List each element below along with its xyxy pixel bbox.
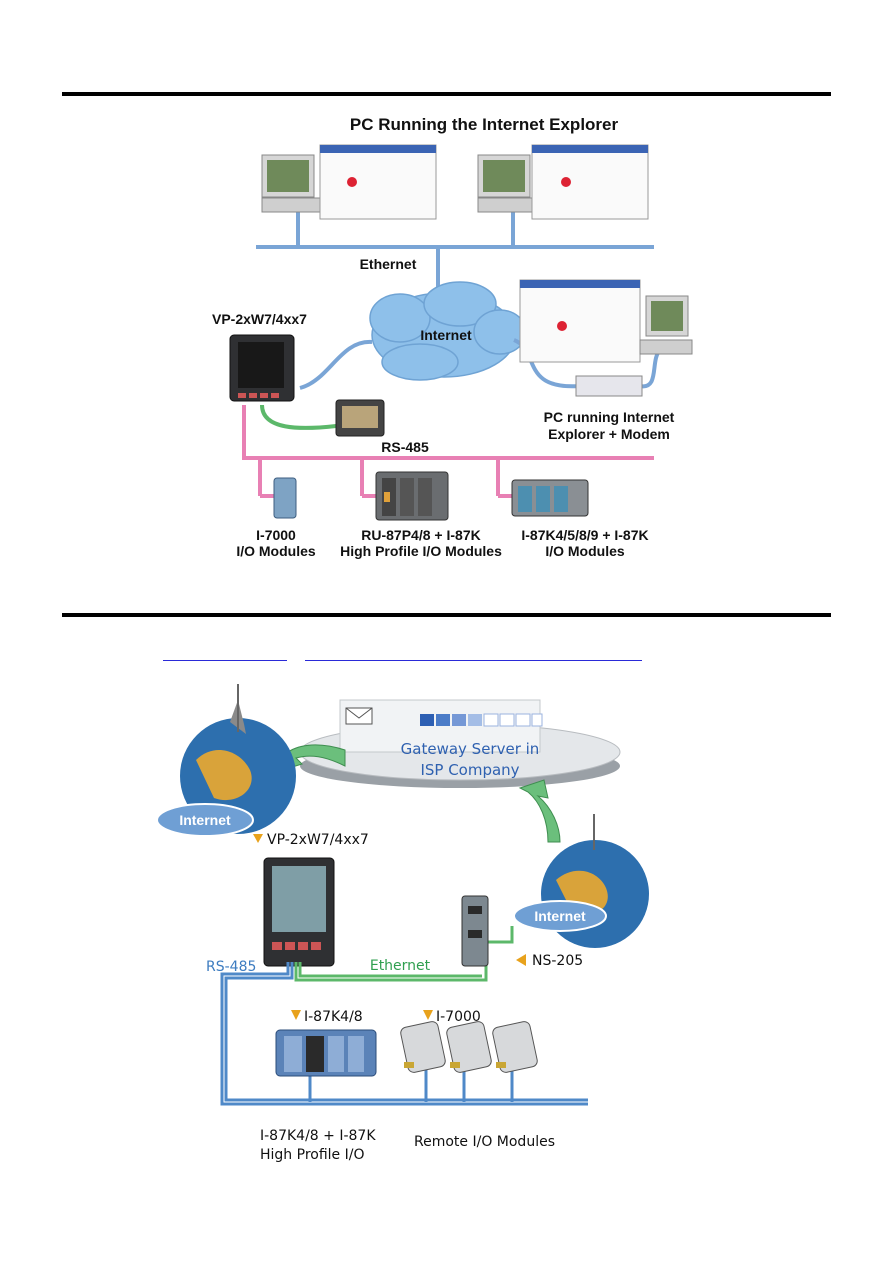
network-diagram-2: Gateway Server in ISP Company Internet I… — [156, 684, 649, 1163]
diagram2-rs485-label: RS-485 — [206, 959, 256, 975]
diagram2-ethernet-label: Ethernet — [370, 958, 431, 974]
diagram2-ns-label: NS-205 — [532, 953, 583, 969]
diagram1-module-label-2b: High Profile I/O Modules — [340, 543, 502, 559]
vp-arrow-icon — [253, 834, 263, 843]
diagram1-pc-modem-label-2: Explorer + Modem — [548, 426, 670, 442]
vp-panel-device-2 — [263, 857, 335, 967]
internet-label-right: Internet — [534, 908, 586, 924]
diagram1-rs485-label: RS-485 — [381, 439, 429, 455]
diagram1-internet-label: Internet — [420, 327, 472, 343]
i7000-modules — [400, 1021, 538, 1073]
internet-cloud — [369, 281, 527, 381]
diagram2-i7000-label: I-7000 — [436, 1009, 481, 1025]
diagram1-pc-modem-label-1: PC running Internet — [544, 409, 675, 425]
diagram2-bottom-left-label-1: I-87K4/8 + I-87K — [260, 1128, 376, 1144]
pc-right — [477, 144, 649, 220]
vp-panel-device — [229, 334, 295, 402]
diagram2-vp-label: VP-2xW7/4xx7 — [267, 832, 369, 848]
gateway-progress-bar — [420, 713, 543, 727]
diagram2-i87k-label: I-87K4/8 — [304, 1009, 363, 1025]
underline-link-2[interactable] — [305, 646, 642, 661]
internet-label-left: Internet — [179, 812, 231, 828]
ns205-device — [461, 895, 489, 967]
rs485-blue-bus — [220, 962, 588, 1106]
small-touch-panel — [335, 399, 385, 437]
i7000-arrow-icon — [423, 1010, 433, 1020]
i7000-module — [273, 477, 297, 519]
diagram1-module-label-3b: I/O Modules — [545, 543, 625, 559]
i7000-module-trim — [404, 1062, 506, 1068]
diagram1-module-label-2a: RU-87P4/8 + I-87K — [361, 527, 480, 543]
gateway-label-line1: Gateway Server in — [401, 740, 540, 758]
i87k-chassis — [275, 1029, 377, 1077]
diagram1-module-label-1a: I-7000 — [256, 527, 296, 543]
middle-rule — [62, 613, 831, 617]
green-arrow-right — [518, 779, 561, 843]
pc-left — [261, 144, 437, 220]
diagram2-bottom-right-label: Remote I/O Modules — [414, 1134, 555, 1150]
diagram1-module-label-3a: I-87K4/5/8/9 + I-87K — [521, 527, 648, 543]
pc-with-modem — [519, 279, 693, 397]
underline-link-1[interactable] — [163, 646, 287, 661]
ru87p-module-rack — [375, 471, 449, 521]
i87k-module-rack — [511, 479, 589, 517]
diagram1-module-label-1b: I/O Modules — [236, 543, 316, 559]
internet-badge-left — [156, 803, 254, 837]
diagram1-vp-label: VP-2xW7/4xx7 — [212, 311, 307, 327]
i87k-arrow-icon — [291, 1010, 301, 1020]
internet-badge-right — [513, 900, 607, 932]
top-rule — [62, 92, 831, 96]
diagram1-ethernet-label: Ethernet — [360, 256, 417, 272]
ns205-arrow-icon — [516, 954, 526, 966]
green-link — [260, 404, 337, 430]
rs485-bus — [242, 405, 654, 498]
diagram1-title: PC Running the Internet Explorer — [350, 115, 619, 134]
gateway-label-line2: ISP Company — [420, 761, 519, 779]
network-diagram-1: PC Running the Internet Explorer Etherne… — [212, 115, 693, 559]
ethernet-green-link — [294, 926, 514, 982]
diagram2-bottom-left-label-2: High Profile I/O — [260, 1147, 364, 1163]
